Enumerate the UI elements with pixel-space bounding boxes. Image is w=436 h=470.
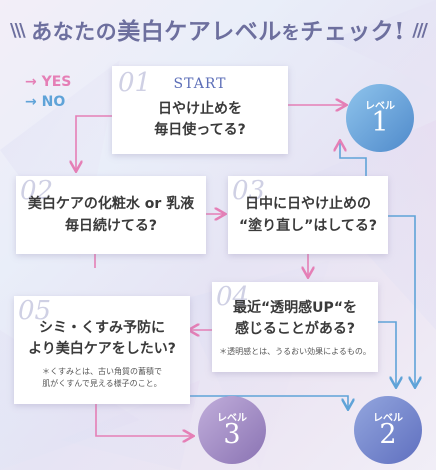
level-1-circle (346, 84, 414, 152)
legend-yes: → YES (25, 74, 72, 90)
level-3-badge: レベル 3 (198, 396, 266, 464)
question-04: 04 最近“透明感UP“を 感じることがある? ＊透明感とは、うるおい効果による… (212, 282, 378, 372)
legend-no: → NO (25, 94, 66, 110)
question-01-number: 01 (118, 68, 152, 98)
arrow-01-no (76, 115, 112, 170)
question-01: 01 START 日やけ止めを 毎日使ってる? (112, 66, 288, 154)
level-3-number: 3 (223, 419, 241, 450)
level-1-badge: レベル 1 (346, 84, 414, 152)
arrow-03-yes (340, 142, 367, 190)
level-2-circle (354, 396, 422, 464)
question-02: 02 美白ケアの化粧水 or 乳液 毎日続けてる? (16, 176, 206, 254)
arrow-05-no (190, 395, 348, 408)
level-2-number: 2 (379, 419, 397, 450)
question-04-note: ＊透明感とは、うるおい効果によるもの。 (219, 347, 371, 356)
level-1-number: 1 (371, 107, 389, 138)
question-03-line1: 日中に日やけ止めの (245, 196, 371, 212)
question-05-line2: より美白ケアをしたい? (28, 341, 176, 357)
question-05-line1: シミ・くすみ予防に (39, 320, 165, 336)
question-01-line1: 日やけ止めを (158, 101, 242, 117)
title-row: あなたの美白ケアレベルをチェック! (0, 12, 436, 52)
question-01-line2: 毎日使ってる? (154, 122, 246, 138)
arrow-03-level2 (388, 215, 415, 386)
level-1-label: レベル (365, 101, 395, 112)
page-title: あなたの美白ケアレベルをチェック! (31, 18, 405, 45)
question-03-number: 03 (232, 176, 266, 206)
question-02-line1: 美白ケアの化粧水 or 乳液 (27, 196, 195, 212)
question-05-note-1: ＊くすみとは、古い角質の蓄積で (42, 367, 162, 376)
question-04-line2: 感じることがある? (234, 321, 356, 337)
question-04-line1: 最近“透明感UP“を (232, 300, 358, 316)
question-02-line2: 毎日続けてる? (64, 218, 158, 234)
question-05: 05 シミ・くすみ予防に より美白ケアをしたい? ＊くすみとは、古い角質の蓄積で… (14, 296, 190, 404)
level-3-circle (198, 396, 266, 464)
question-03: 03 日中に日やけ止めの “塗り直し”はしてる? (228, 176, 388, 254)
level-2-label: レベル (373, 413, 403, 424)
question-05-note-2: 肌がくすんで見える様子のこと。 (42, 379, 162, 388)
question-03-line2: “塗り直し”はしてる? (238, 218, 378, 234)
question-05-number: 05 (18, 296, 52, 326)
arrow-04-yes (378, 321, 396, 386)
arrow-05-yes (95, 404, 192, 436)
level-3-label: レベル (217, 413, 247, 424)
title-deco-left: \\\ (10, 20, 26, 41)
question-04-number: 04 (216, 282, 250, 312)
legend: → YES → NO (25, 72, 71, 112)
question-02-number: 02 (20, 176, 54, 206)
level-2-badge: レベル 2 (354, 396, 422, 464)
title-deco-right: /// (412, 20, 428, 41)
start-label: START (173, 76, 227, 92)
